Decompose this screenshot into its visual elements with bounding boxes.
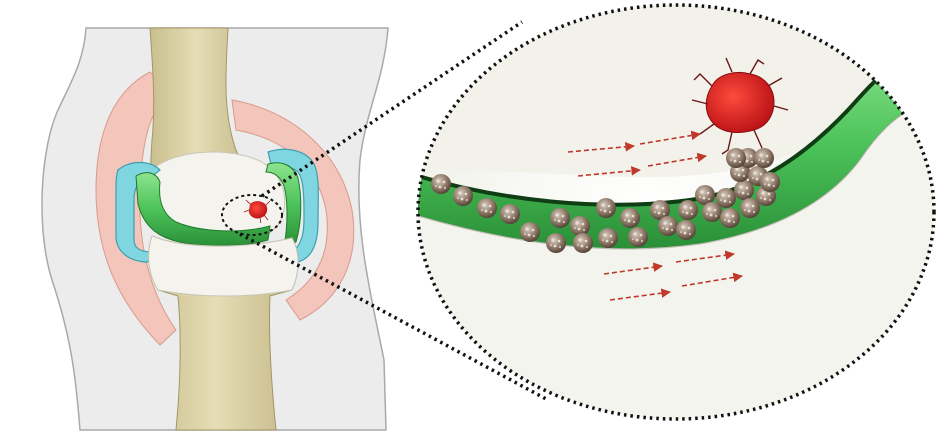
particle-icon — [740, 198, 760, 218]
particle-icon — [760, 172, 780, 192]
zoom-upper-tissue — [418, 5, 934, 178]
flow-arrow-icon — [567, 142, 635, 153]
particle-icon — [620, 208, 640, 228]
particle-icon — [726, 148, 746, 168]
particle-icon — [570, 216, 590, 236]
particle-icon — [431, 174, 451, 194]
zoom-lesion-icon — [691, 57, 789, 155]
green-layer-left — [135, 172, 271, 247]
flow-arrow-icon — [647, 152, 707, 167]
flow-arrow-icon — [609, 288, 671, 301]
particle-icon — [546, 233, 566, 253]
meniscus-left — [115, 161, 161, 263]
zoom-view — [416, 3, 936, 421]
particle-icon — [500, 204, 520, 224]
flow-arrows — [567, 130, 743, 301]
particle-icon — [628, 227, 648, 247]
particle-icon — [754, 148, 774, 168]
particle-icon — [716, 188, 736, 208]
particle-icon — [676, 220, 696, 240]
particle-icon — [520, 222, 540, 242]
particle-icon — [550, 208, 570, 228]
tibia-cartilage — [148, 235, 299, 297]
focus-region — [221, 194, 283, 236]
particle-icon — [598, 228, 618, 248]
knee-overview — [41, 27, 389, 431]
particle-icon — [573, 233, 593, 253]
flow-arrow-icon — [681, 272, 743, 287]
particle-icon — [596, 198, 616, 218]
synovium-left — [95, 71, 177, 346]
flow-arrow-icon — [577, 166, 641, 177]
zoom-connector-top — [261, 20, 523, 198]
zoom-lower-tissue — [418, 95, 934, 419]
knee-lesion-icon — [243, 199, 271, 224]
flow-arrow-icon — [639, 130, 701, 145]
particle-icon — [453, 186, 473, 206]
flow-arrow-icon — [603, 262, 663, 275]
particle-icon — [477, 198, 497, 218]
particle-icon — [658, 216, 678, 236]
flow-arrow-icon — [675, 250, 735, 263]
zoom-outline — [416, 3, 936, 421]
particle-icon — [678, 200, 698, 220]
particle-icon — [720, 208, 740, 228]
